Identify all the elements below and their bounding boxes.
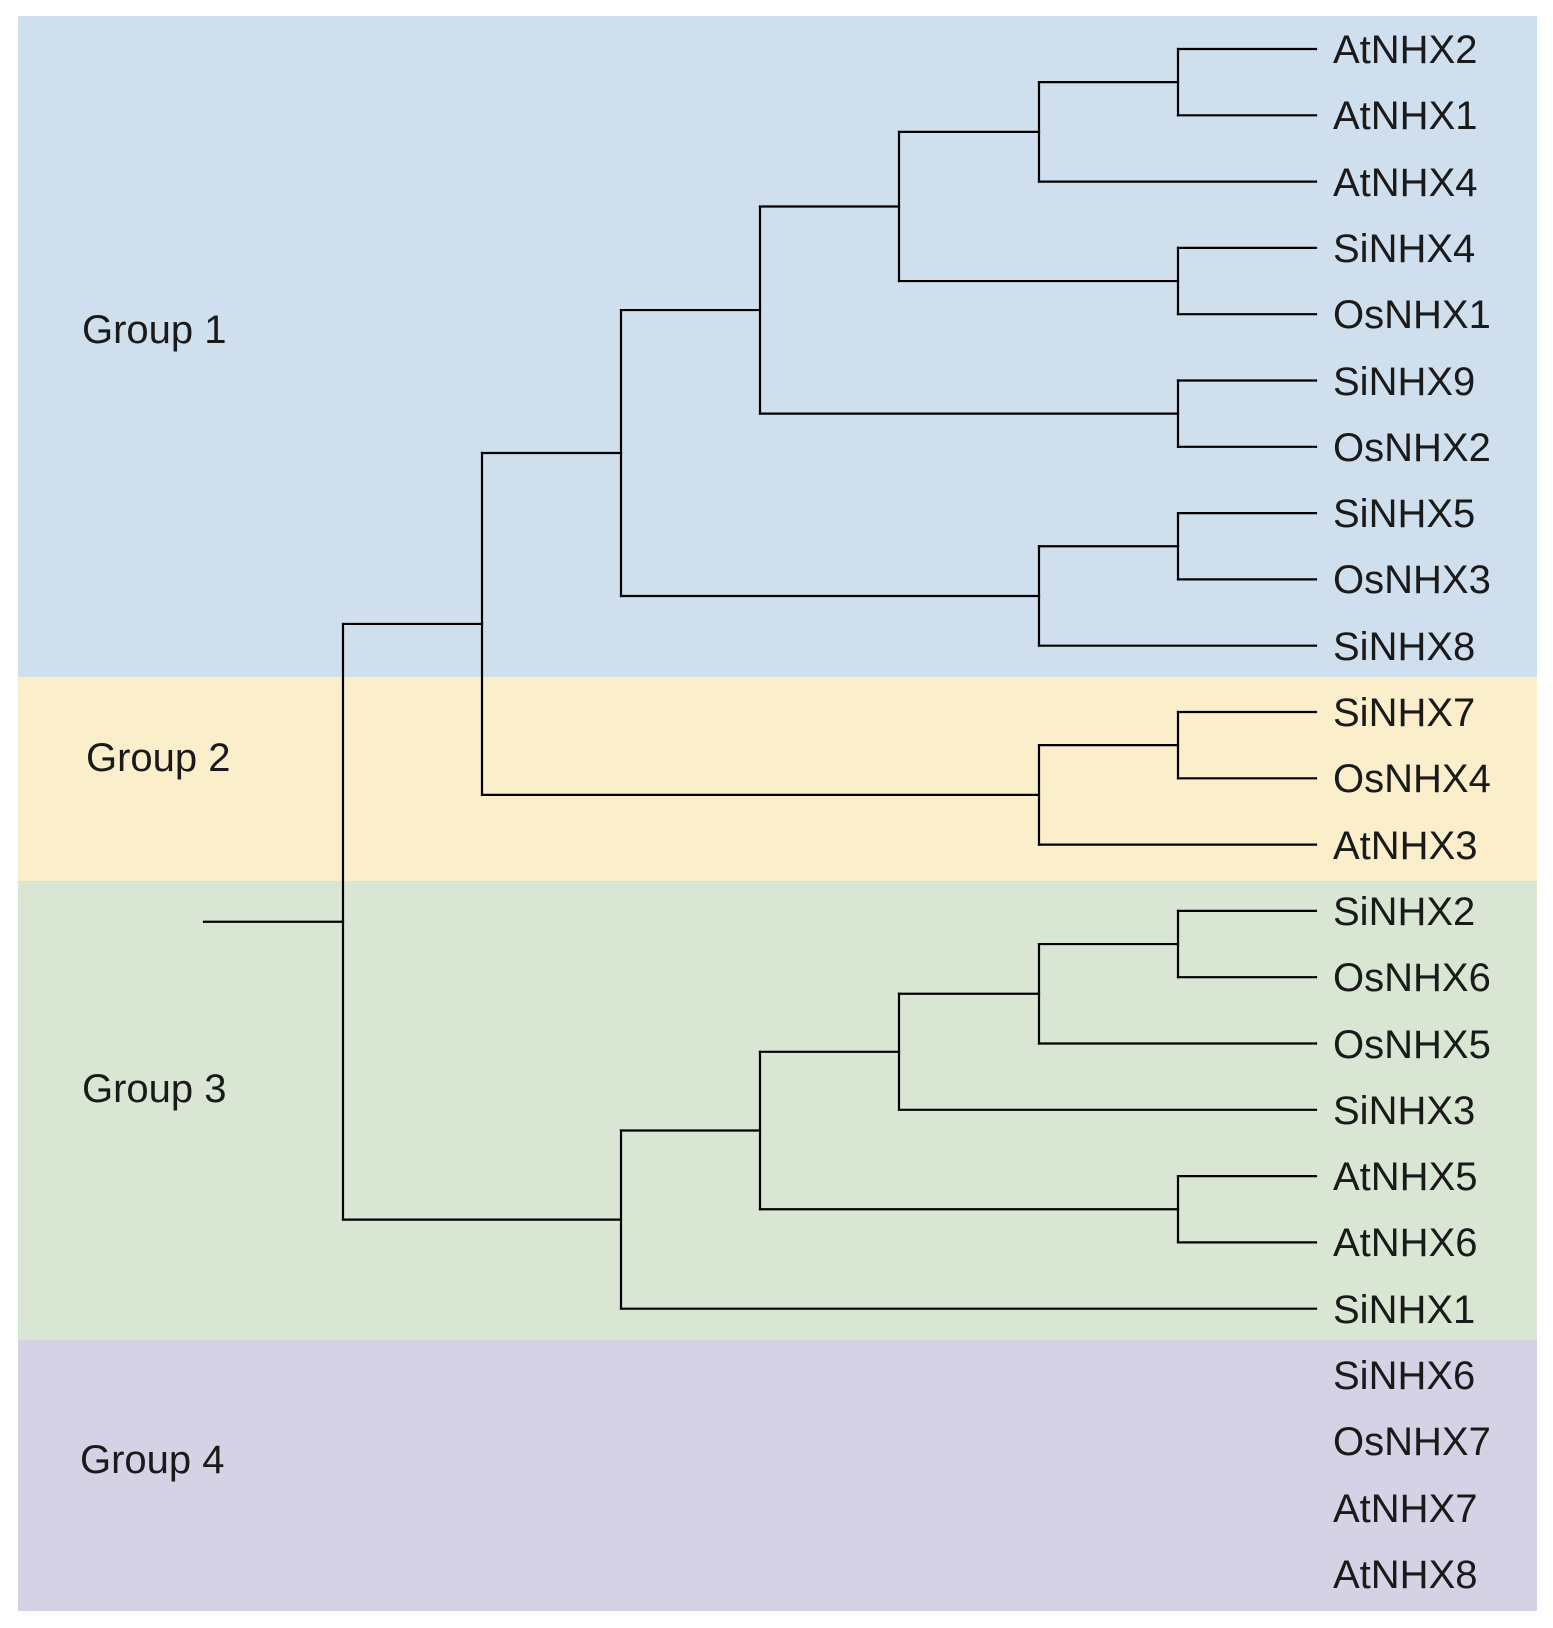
leaf-label: SiNHX2	[1333, 889, 1476, 934]
leaf-label: OsNHX1	[1333, 293, 1491, 338]
leaf-label: SiNHX8	[1333, 624, 1476, 669]
group-2-label: Group 2	[86, 736, 231, 780]
leaf-label: OsNHX2	[1333, 425, 1491, 470]
leaf-label: AtNHX8	[1333, 1552, 1478, 1597]
leaf-label: OsNHX3	[1333, 558, 1491, 603]
leaf-label: AtNHX1	[1333, 94, 1478, 139]
leaf-label: SiNHX7	[1333, 691, 1476, 735]
leaf-label: AtNHX3	[1333, 823, 1478, 868]
leaf-label: OsNHX6	[1333, 956, 1491, 1001]
group-4-band	[18, 1340, 1537, 1611]
leaf-label: AtNHX5	[1333, 1155, 1478, 1200]
leaf-label: AtNHX2	[1333, 28, 1478, 72]
group-3-label: Group 3	[82, 1067, 227, 1111]
group-4-label: Group 4	[80, 1438, 225, 1482]
leaf-label: OsNHX7	[1333, 1420, 1491, 1465]
group-1-label: Group 1	[82, 308, 227, 352]
leaf-label: OsNHX5	[1333, 1022, 1491, 1067]
leaf-label: AtNHX6	[1333, 1221, 1478, 1266]
leaf-label: AtNHX4	[1333, 160, 1478, 205]
leaf-label: OsNHX4	[1333, 757, 1491, 802]
leaf-label: SiNHX3	[1333, 1088, 1476, 1133]
leaf-label: SiNHX4	[1333, 226, 1476, 271]
leaf-label: SiNHX6	[1333, 1354, 1476, 1398]
group-1-band	[18, 16, 1537, 677]
leaf-label: SiNHX1	[1333, 1287, 1476, 1332]
leaf-label: AtNHX7	[1333, 1486, 1478, 1531]
leaf-label: SiNHX9	[1333, 359, 1476, 404]
leaf-label: SiNHX5	[1333, 492, 1476, 537]
